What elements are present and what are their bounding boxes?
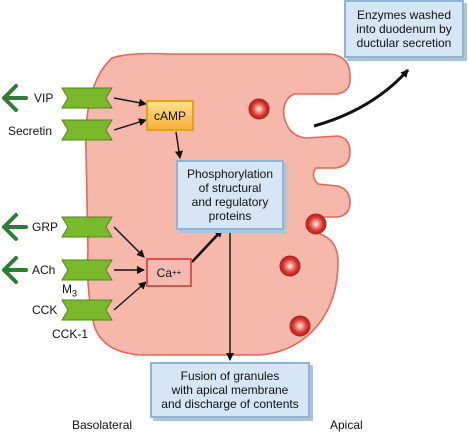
cck-ca-arrow bbox=[113, 281, 147, 311]
m3-text: M bbox=[62, 282, 72, 296]
camp-label: cAMP bbox=[153, 108, 186, 123]
m3-subscript: 3 bbox=[72, 288, 78, 299]
enzymes-line-2: into duodenum by bbox=[356, 22, 452, 36]
enzymes-box: Enzymes washed into duodenum by ductular… bbox=[344, 0, 464, 58]
m3-label: M3 bbox=[62, 282, 77, 298]
grp-ca-arrow bbox=[113, 226, 145, 258]
fusion-line-1: Fusion of granules bbox=[180, 369, 280, 383]
apical-label: Apical bbox=[330, 418, 363, 432]
enzymes-line-1: Enzymes washed bbox=[356, 8, 452, 22]
fusion-line-2: with apical membrane bbox=[171, 383, 289, 397]
granule bbox=[248, 98, 270, 120]
ligands bbox=[2, 84, 28, 284]
granule bbox=[289, 315, 311, 337]
fusion-line-3: and discharge of contents bbox=[161, 397, 299, 411]
grp-receptor bbox=[61, 216, 113, 238]
secretin-camp-arrow bbox=[113, 118, 147, 131]
vip-label: VIP bbox=[34, 91, 54, 105]
ach-receptor bbox=[61, 259, 113, 281]
granule bbox=[279, 255, 301, 277]
secretion-arrow bbox=[313, 68, 410, 128]
phosphorylation-line-4: proteins bbox=[208, 209, 252, 223]
secretin-label: Secretin bbox=[8, 124, 53, 138]
grp-ligand bbox=[2, 213, 28, 241]
ca-phos-arrow bbox=[191, 229, 223, 263]
vip-camp-arrow bbox=[113, 97, 147, 107]
camp-phos-arrow bbox=[174, 131, 183, 159]
fusion-box: Fusion of granules with apical membrane … bbox=[150, 362, 310, 418]
cck-label: CCK bbox=[32, 303, 58, 317]
vip-ligand bbox=[2, 84, 28, 112]
ach-label: ACh bbox=[32, 263, 56, 277]
arrows bbox=[113, 68, 410, 361]
phosphorylation-line-2: of structural bbox=[198, 181, 262, 195]
camp-box: cAMP bbox=[146, 100, 194, 131]
secretin-receptor bbox=[61, 119, 113, 141]
granule bbox=[305, 213, 327, 235]
receptors bbox=[61, 87, 113, 321]
phosphorylation-line-1: Phosphorylation bbox=[186, 167, 274, 181]
ach-ligand bbox=[2, 256, 28, 284]
calcium-box: Ca++ bbox=[146, 258, 192, 287]
enzymes-line-3: ductular secretion bbox=[356, 36, 452, 50]
phosphorylation-box: Phosphorylation of structural and regula… bbox=[176, 160, 284, 230]
calcium-charge: ++ bbox=[172, 268, 182, 277]
grp-label: GRP bbox=[32, 220, 59, 234]
cck-receptor bbox=[61, 299, 113, 321]
calcium-label: Ca bbox=[156, 265, 172, 280]
granules bbox=[248, 98, 327, 337]
cck1-label: CCK-1 bbox=[52, 327, 89, 341]
basolateral-label: Basolateral bbox=[72, 418, 133, 432]
vip-receptor bbox=[61, 87, 113, 109]
phosphorylation-line-3: and regulatory bbox=[191, 195, 269, 209]
